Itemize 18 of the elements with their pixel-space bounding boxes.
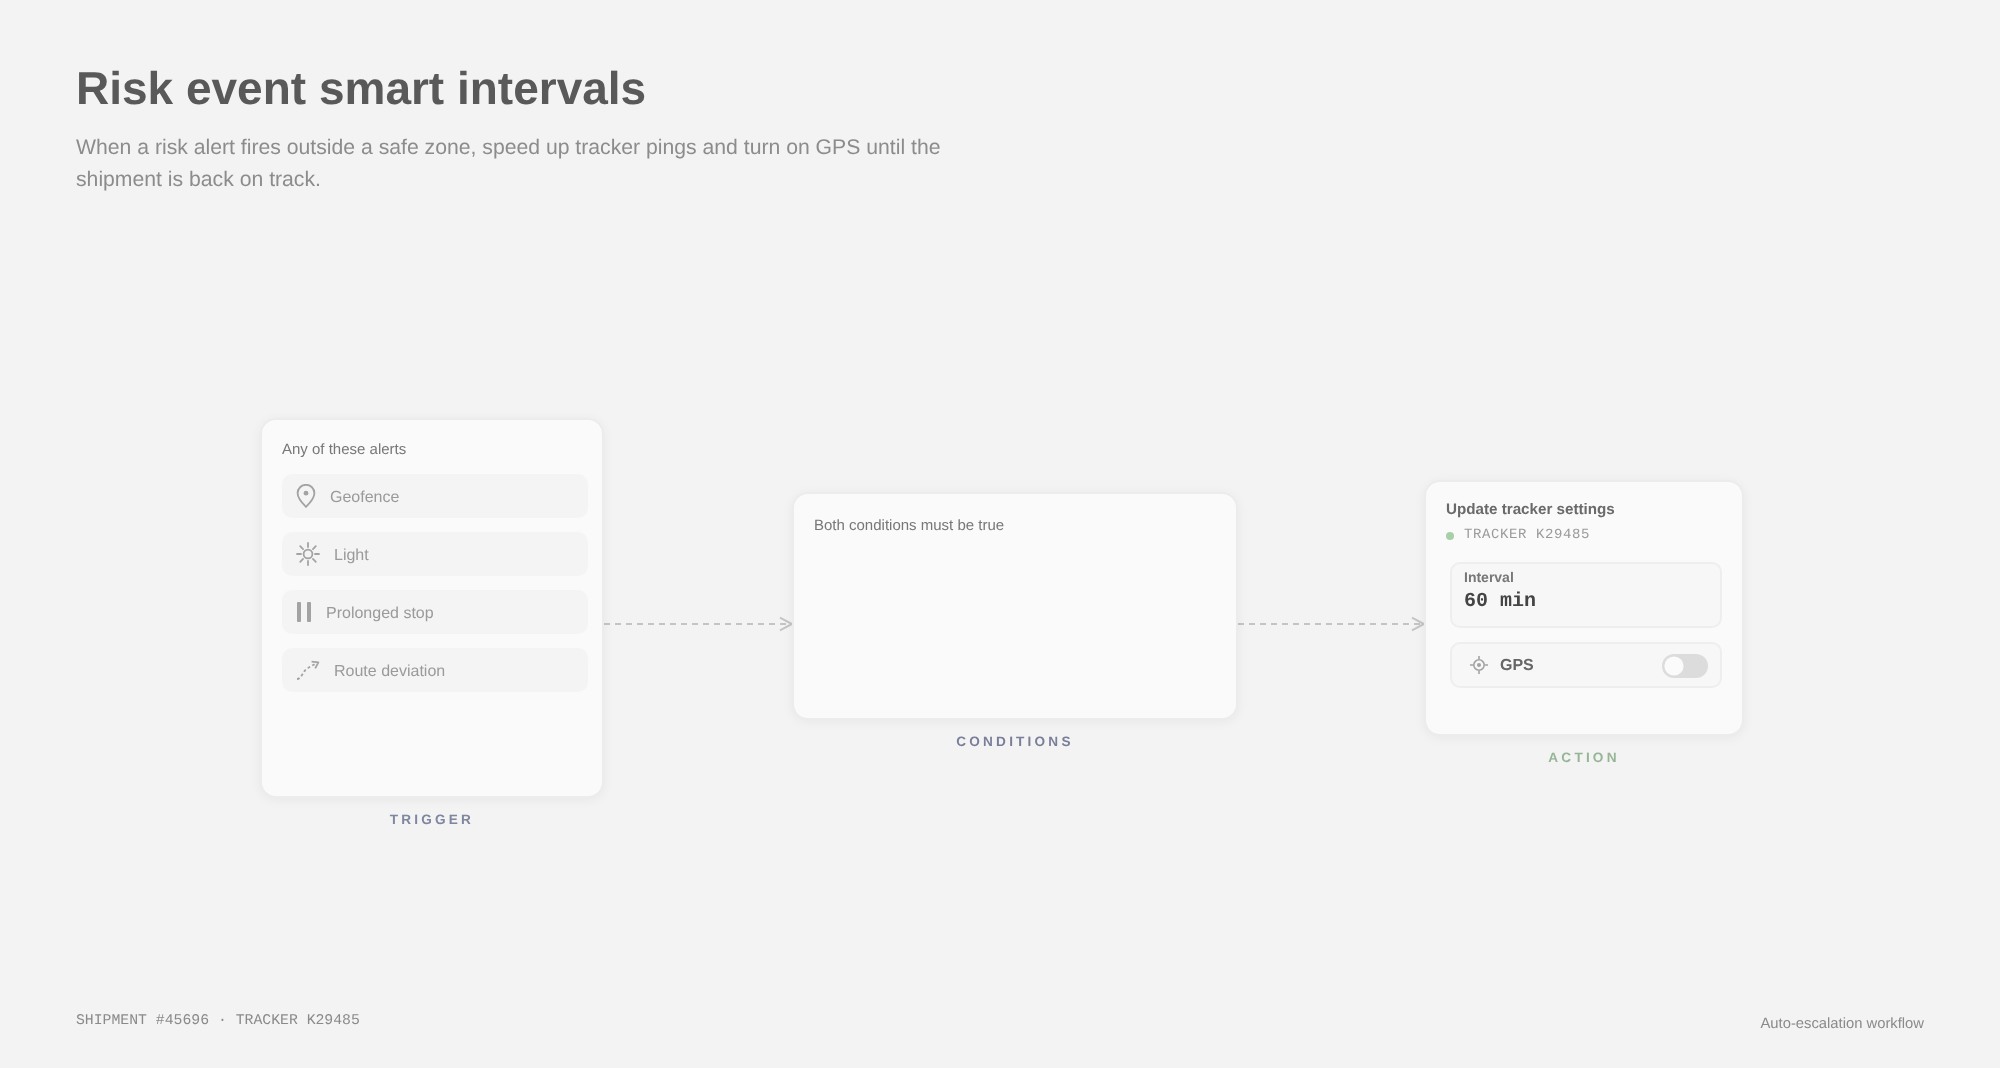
alert-name: Prolonged stop <box>326 603 434 621</box>
page-subtitle: When a risk alert fires outside a safe zone, speed up tracker pings and turn on GPS until the shipment is back on track. <box>76 134 943 196</box>
trigger-card <box>260 418 604 798</box>
conditions-card <box>792 492 1238 720</box>
alert-name: Route deviation <box>334 661 446 679</box>
alert-option-row <box>282 590 588 634</box>
gps-setting-row <box>1450 642 1722 688</box>
dashed-arrow <box>603 616 793 632</box>
dashed-arrow <box>1237 616 1425 632</box>
alert-option-row <box>282 648 588 692</box>
alert-name: Geofence <box>330 487 400 505</box>
alert-name: Light <box>334 545 369 563</box>
setting-name: GPS <box>1500 656 1534 674</box>
page-title: Risk event smart intervals <box>76 62 647 116</box>
alert-option-row <box>282 532 588 576</box>
alert-option-row <box>282 474 588 518</box>
action-card <box>1424 480 1744 736</box>
field-value: 60 min <box>1464 592 1537 614</box>
